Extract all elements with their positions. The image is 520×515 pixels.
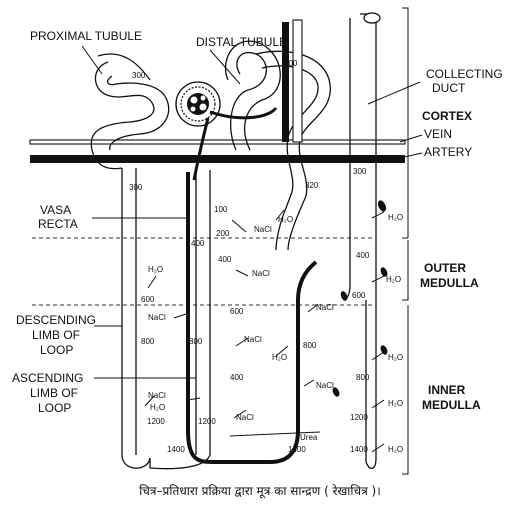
glomerulus: [187, 93, 209, 115]
pointer-proximal: [81, 45, 103, 75]
osm-vr-100: 100: [214, 205, 228, 214]
osm-cd-800: 800: [356, 373, 370, 382]
label-collecting-duct-2: DUCT: [432, 81, 466, 95]
vasa-recta: [186, 172, 318, 464]
h2o-4: H₂O: [386, 275, 401, 284]
label-artery: ARTERY: [424, 145, 472, 159]
flow-arrows: [144, 209, 385, 453]
distal-tubule: [230, 51, 267, 151]
osm-cd-600: 600: [352, 291, 366, 300]
descending-limb: [121, 168, 151, 469]
duct-cell-2: [380, 267, 388, 277]
osm-cd-1400: 1400: [350, 445, 368, 454]
osm-loop-800: 800: [303, 341, 317, 350]
osm-cd-400: 400: [356, 251, 370, 260]
glomerulus-loop-b: [199, 103, 207, 111]
collecting-duct-opening: [363, 12, 381, 24]
glomerulus-ring: [180, 86, 216, 122]
label-distal-tubule: DISTAL TUBULE: [196, 35, 287, 49]
h2o-7: H₂O: [150, 403, 165, 412]
vein-band: [29, 139, 406, 145]
nacl-5: NaCl: [244, 335, 262, 344]
label-descending-1: DESCENDING: [16, 313, 96, 327]
osm-vr-400b: 400: [218, 255, 232, 264]
osm-vr-1200: 1200: [198, 417, 216, 426]
h2o-1: H₂O: [278, 215, 293, 224]
pointer-vein: [399, 134, 423, 143]
artery-band: [30, 155, 405, 163]
vein-trunk: [292, 19, 303, 143]
label-outer-medulla-1: OUTER: [424, 261, 466, 275]
ascending-limb: [149, 170, 211, 470]
urea: Urea: [300, 433, 318, 442]
osm-loop-1400: 1400: [288, 445, 306, 454]
h2o-2: H₂O: [388, 213, 403, 222]
label-ascending-3: LOOP: [38, 401, 71, 415]
label-inner-medulla-2: MEDULLA: [422, 398, 481, 412]
afferent-arteriole: [192, 117, 210, 181]
osm-vr-600: 600: [230, 307, 244, 316]
duct-cell-1: [377, 200, 387, 212]
osm-vr-800: 800: [189, 337, 203, 346]
h2o-5: H₂O: [272, 353, 287, 362]
label-inner-medulla-1: INNER: [428, 383, 466, 397]
label-vasa-recta-2: RECTA: [38, 217, 78, 231]
nacl-4: NaCl: [316, 303, 334, 312]
osm-asc-320: 320: [305, 181, 319, 190]
proximal-tubule-inner: [107, 75, 170, 151]
pointer-distal: [209, 49, 241, 85]
proximal-tubule-outer: [97, 53, 151, 81]
label-outer-medulla-2: MEDULLA: [420, 276, 479, 290]
label-ascending-1: ASCENDING: [12, 371, 83, 385]
osm-desc-1200: 1200: [147, 417, 165, 426]
osm-pt-desc: 300: [129, 183, 143, 192]
h2o-8: H₂O: [388, 399, 403, 408]
collecting-duct: [360, 13, 377, 469]
label-vasa-recta-1: VASA: [40, 203, 71, 217]
osm-dt-top: 100: [284, 59, 298, 68]
osm-desc-800: 800: [141, 337, 155, 346]
label-descending-2: LIMB OF: [32, 328, 80, 342]
nacl-6: NaCl: [316, 381, 334, 390]
pointer-artery: [399, 152, 423, 159]
osm-asc-800: 400: [230, 373, 244, 382]
nacl-7: NaCl: [148, 391, 166, 400]
label-cortex: CORTEX: [422, 109, 472, 123]
artery-trunk: [282, 22, 289, 142]
osm-cd-top: 300: [353, 167, 367, 176]
nacl-8: NaCl: [236, 413, 254, 422]
duct-cell-3: [380, 345, 388, 355]
distal-tubule-2: [224, 40, 281, 151]
osm-desc-1400: 1400: [167, 445, 185, 454]
glomerulus-loop-d: [200, 95, 206, 101]
label-collecting-duct-1: COLLECTING: [426, 67, 503, 81]
osm-vr-200: 200: [216, 229, 230, 238]
nacl-3: NaCl: [148, 313, 166, 322]
duct-cell-5: [340, 291, 348, 301]
figure-caption: चित्र–प्रतिधारा प्रक्रिया द्वारा मूत्र क…: [139, 484, 381, 498]
label-proximal-tubule: PROXIMAL TUBULE: [30, 29, 142, 43]
label-descending-3: LOOP: [40, 343, 73, 357]
proximal-tubule: [90, 61, 155, 170]
h2o-6: H₂O: [388, 353, 403, 362]
h2o-3: H₂O: [148, 265, 163, 274]
osm-vr-400a: 400: [191, 239, 205, 248]
efferent-arteriole: [209, 106, 278, 120]
zone-bracket: [402, 7, 409, 475]
glomerulus-loop-a: [190, 96, 198, 104]
label-ascending-2: LIMB OF: [30, 386, 78, 400]
osm-pt: 300: [132, 71, 146, 80]
pointer-collecting: [367, 81, 421, 105]
h2o-9: H₂O: [388, 445, 403, 454]
nacl-2: NaCl: [252, 269, 270, 278]
duct-cell-4: [332, 387, 340, 397]
osm-desc-600: 600: [141, 295, 155, 304]
osm-cd-1200: 1200: [350, 413, 368, 422]
nacl-1: NaCl: [254, 225, 272, 234]
glomerulus-loop-c: [190, 106, 196, 112]
label-vein: VEIN: [424, 127, 452, 141]
